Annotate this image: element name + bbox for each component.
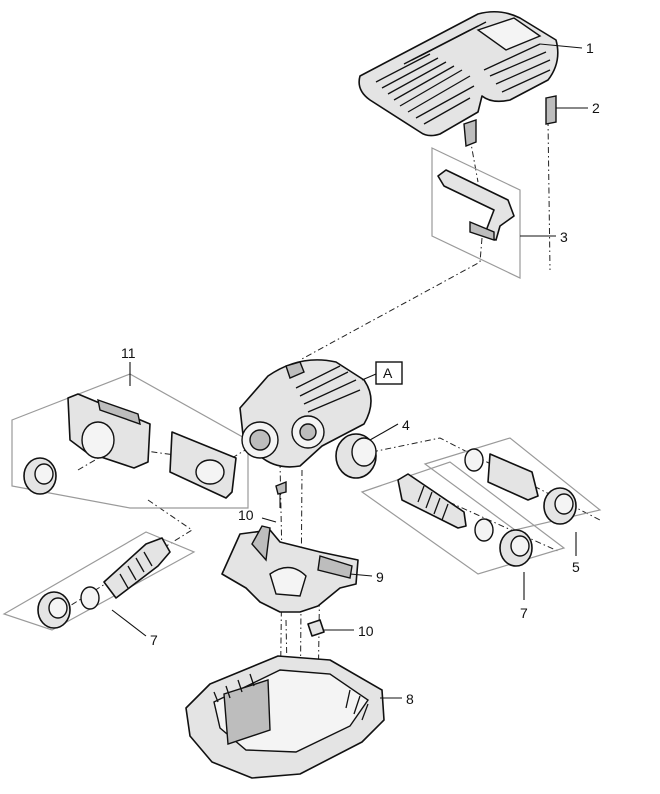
clip-10 bbox=[307, 619, 325, 637]
hose-connector-5 bbox=[464, 448, 577, 525]
grille-cover bbox=[358, 10, 559, 147]
housing-base bbox=[185, 655, 385, 779]
reference-box-a bbox=[375, 361, 403, 385]
callout-7-left: 7 bbox=[150, 632, 158, 648]
union-nut-4 bbox=[335, 433, 377, 479]
callout-1: 1 bbox=[586, 40, 594, 56]
callout-7-right: 7 bbox=[520, 605, 528, 621]
callout-10-top: 10 bbox=[238, 507, 254, 523]
motor-base bbox=[221, 525, 359, 613]
callout-2: 2 bbox=[592, 100, 600, 116]
screw-10 bbox=[275, 480, 287, 508]
callout-9: 9 bbox=[376, 569, 384, 585]
inlet-cover-set bbox=[23, 393, 237, 499]
callout-10-bottom: 10 bbox=[358, 623, 374, 639]
frame-part-3 bbox=[431, 147, 521, 279]
motor-housing bbox=[239, 359, 372, 468]
hose-tail-7-right bbox=[397, 473, 533, 567]
callout-8: 8 bbox=[406, 691, 414, 707]
callout-11: 11 bbox=[121, 345, 136, 361]
frame-part-5 bbox=[423, 437, 602, 531]
frame-part-7-left bbox=[2, 531, 196, 631]
bracket-part bbox=[437, 169, 515, 241]
reference-box-label: A bbox=[383, 365, 393, 381]
callout-5: 5 bbox=[572, 559, 580, 575]
frame-part-7-right bbox=[360, 461, 566, 575]
callout-3: 3 bbox=[560, 229, 568, 245]
hose-tail-7-left bbox=[37, 537, 171, 629]
group-frames bbox=[2, 147, 602, 631]
callout-4: 4 bbox=[402, 417, 410, 433]
